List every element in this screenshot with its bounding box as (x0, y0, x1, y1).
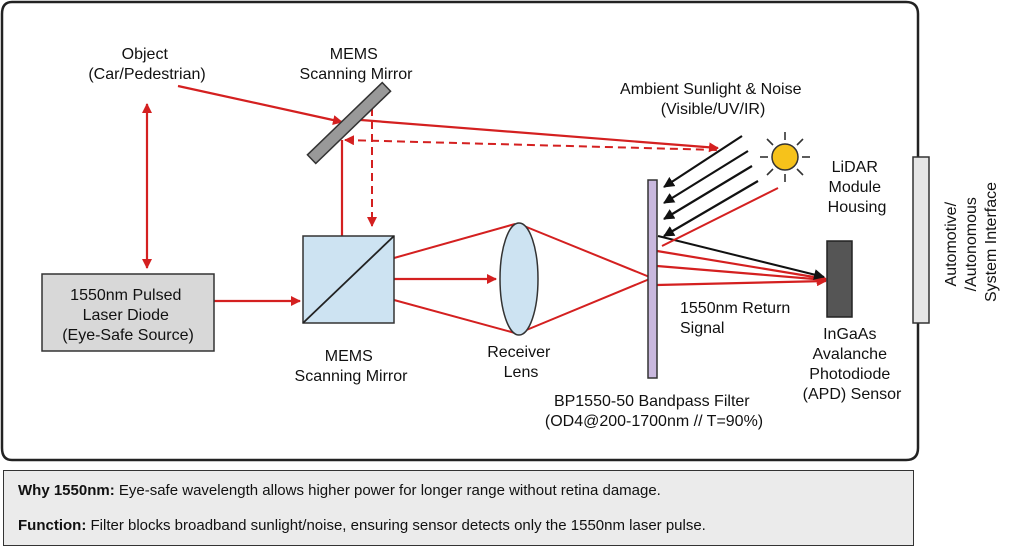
beam-dashed-horizontal (344, 135, 719, 151)
ambient-label: Ambient Sunlight & Noise (Visible/UV/IR) (620, 81, 806, 118)
ambient-leak-to-sensor (657, 235, 825, 280)
sun-icon (760, 132, 810, 182)
beam-filter-to-sensor-3 (656, 276, 827, 287)
ambient-ray-3 (663, 165, 753, 220)
caption-box: Why 1550nm: Eye-safe wavelength allows h… (3, 470, 914, 546)
beam-splitter-to-lens-bottom (393, 299, 516, 334)
lidar-diagram: Object (Car/Pedestrian) MEMS Scanning Mi… (0, 0, 1000, 462)
beam-lens-to-filter-bottom (523, 277, 653, 332)
beam-mirror-to-right (347, 117, 719, 153)
ambient-ray-2 (663, 150, 749, 204)
mems-mirror-bottom-label: MEMS Scanning Mirror (295, 348, 409, 385)
beam-object-to-mirror (177, 84, 343, 125)
beam-filter-to-sensor-2 (656, 264, 827, 285)
laser-diode-label: 1550nm Pulsed Laser Diode (Eye-Safe Sour… (62, 287, 194, 344)
beam-splitter-to-lens-top (393, 223, 516, 259)
caption-why-text: Eye-safe wavelength allows higher power … (114, 482, 661, 499)
apd-sensor-label: InGaAs Avalanche Photodiode (APD) Sensor (803, 326, 902, 403)
ambient-ray-1 (663, 135, 743, 188)
ambient-ray-4 (663, 180, 759, 237)
caption-function-key: Function: (18, 517, 87, 534)
caption-function-text: Filter blocks broadband sunlight/noise, … (86, 517, 706, 534)
filter-label: BP1550-50 Bandpass Filter (OD4@200-1700n… (545, 393, 763, 430)
mems-mirror-icon (306, 81, 392, 165)
caption-line-why: Why 1550nm: Eye-safe wavelength allows h… (18, 481, 899, 501)
beam-filter-to-sensor-1 (656, 249, 827, 283)
beam-lens-to-filter-top (523, 225, 653, 279)
beam-splitter-icon (302, 235, 395, 324)
apd-sensor-icon (826, 240, 853, 318)
mems-mirror-top-label: MEMS Scanning Mirror (300, 46, 414, 83)
lens-icon (499, 222, 539, 336)
laser-diode-box (41, 273, 215, 352)
filter-icon (647, 179, 658, 379)
system-interface-connector (912, 156, 930, 324)
housing-outline (0, 0, 920, 462)
receiver-lens-label: Receiver Lens (487, 344, 555, 381)
system-interface-label: Automotive/ /Autonomous System Interface (943, 182, 1000, 302)
object-label: Object (Car/Pedestrian) (88, 46, 205, 83)
housing-label: LiDAR Module Housing (828, 159, 887, 216)
caption-why-key: Why 1550nm: (18, 482, 115, 499)
sun-ray-red (661, 187, 779, 247)
caption-line-function: Function: Filter blocks broadband sunlig… (18, 516, 899, 536)
return-signal-label: 1550nm Return Signal (680, 300, 795, 337)
